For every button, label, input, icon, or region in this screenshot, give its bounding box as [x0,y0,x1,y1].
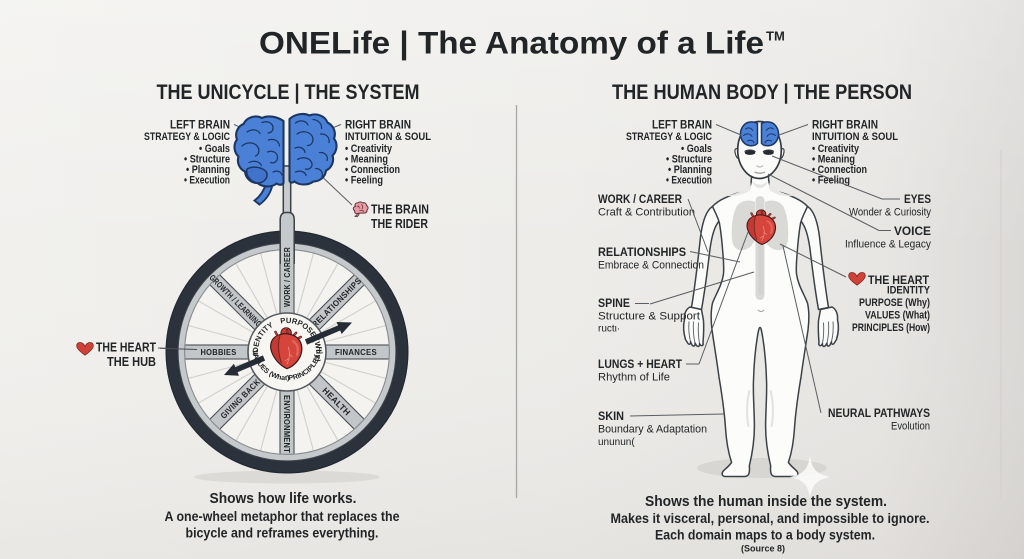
svg-text:WORK / CAREER: WORK / CAREER [598,194,683,206]
svg-text:IDENTITY: IDENTITY [887,285,931,297]
svg-text:INTUITION & SOUL: INTUITION & SOUL [812,131,898,143]
svg-text:• Planning: • Planning [186,164,230,176]
svg-text:ununun(: ununun( [598,437,635,448]
svg-text:Embrace & Connection: Embrace & Connection [598,260,704,272]
svg-text:THE HEART: THE HEART [868,273,930,287]
svg-text:WORK / CAREER: WORK / CAREER [282,247,292,307]
svg-text:Boundary & Adaptation: Boundary & Adaptation [598,424,707,436]
svg-text:• Connection: • Connection [812,164,867,176]
svg-text:THE HEART: THE HEART [96,341,156,355]
svg-text:ONELife | The Anatomy of a Lif: ONELife | The Anatomy of a Life [259,25,764,61]
svg-text:• Creativity: • Creativity [345,143,393,155]
svg-text:• Meaning: • Meaning [812,154,855,166]
svg-text:Shows how life works.: Shows how life works. [210,490,357,507]
svg-text:• Execution: • Execution [184,175,230,187]
svg-text:• Feeling: • Feeling [345,175,383,187]
svg-text:Rhythm of Life: Rhythm of Life [598,372,670,384]
svg-text:THE BRAIN: THE BRAIN [371,203,429,217]
svg-text:HOBBIES: HOBBIES [201,347,237,357]
svg-text:Structure & Support: Structure & Support [598,311,700,323]
svg-text:• Structure: • Structure [666,154,712,166]
svg-text:PURPOSE (Why): PURPOSE (Why) [859,297,930,309]
svg-text:(Source 8): (Source 8) [741,544,785,554]
svg-text:STRATEGY & LOGIC: STRATEGY & LOGIC [144,131,230,143]
svg-text:Craft & Contribution: Craft & Contribution [598,207,695,219]
svg-text:• Execution: • Execution [666,175,712,187]
svg-text:Wonder & Curiosity: Wonder & Curiosity [849,207,931,219]
svg-text:THE HUB: THE HUB [107,355,156,369]
svg-text:ructι·: ructι· [598,324,620,335]
svg-text:RIGHT BRAIN: RIGHT BRAIN [345,120,411,132]
svg-text:EYES: EYES [904,194,931,206]
svg-text:THE HUMAN BODY | THE PERSON: THE HUMAN BODY | THE PERSON [612,81,912,104]
svg-text:LUNGS + HEART: LUNGS + HEART [598,359,682,371]
svg-text:SKIN: SKIN [598,411,624,423]
svg-text:THE RIDER: THE RIDER [371,217,428,231]
svg-text:• Meaning: • Meaning [345,154,388,166]
svg-text:Makes it visceral, personal, a: Makes it visceral, personal, and impossi… [611,511,930,526]
svg-text:RELATIONSHIPS: RELATIONSHIPS [598,247,686,259]
svg-text:• Structure: • Structure [184,154,230,166]
svg-text:A one-wheel metaphor that repl: A one-wheel metaphor that replaces the [165,509,400,524]
svg-text:RIGHT BRAIN: RIGHT BRAIN [812,120,878,132]
svg-text:LEFT BRAIN: LEFT BRAIN [170,120,230,132]
svg-text:LEFT BRAIN: LEFT BRAIN [652,120,712,132]
svg-text:• Creativity: • Creativity [812,143,860,155]
svg-text:VOICE: VOICE [894,226,931,238]
svg-text:NEURAL PATHWAYS: NEURAL PATHWAYS [828,408,930,420]
svg-text:VALUES (What): VALUES (What) [865,310,930,322]
svg-text:Influence & Legacy: Influence & Legacy [845,239,931,251]
svg-text:Each domain maps to a body sys: Each domain maps to a body system. [655,528,875,543]
svg-text:FINANCES: FINANCES [335,347,377,357]
svg-text:• Goals: • Goals [199,143,230,155]
svg-text:TM: TM [766,29,785,44]
svg-text:INTUITION & SOUL: INTUITION & SOUL [345,131,431,143]
svg-text:THE UNICYCLE | THE SYSTEM: THE UNICYCLE | THE SYSTEM [157,81,420,104]
svg-text:• Feeling: • Feeling [812,175,850,187]
svg-text:• Connection: • Connection [345,164,400,176]
svg-text:STRATEGY & LOGIC: STRATEGY & LOGIC [626,131,712,143]
svg-text:ENVIRONMENT: ENVIRONMENT [282,395,292,453]
svg-text:Shows the human inside the sys: Shows the human inside the system. [645,493,887,510]
svg-text:• Planning: • Planning [668,164,712,176]
svg-text:SPINE: SPINE [598,298,630,310]
svg-text:bicycle and reframes everythin: bicycle and reframes everything. [186,526,379,541]
svg-text:PRINCIPLES (How): PRINCIPLES (How) [852,322,930,334]
svg-text:Evolution: Evolution [891,421,930,433]
svg-text:• Goals: • Goals [681,143,712,155]
